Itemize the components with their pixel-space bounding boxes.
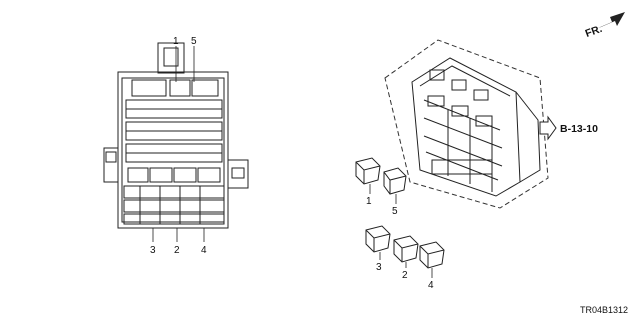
drawing-code: TR04B1312 [580, 305, 628, 315]
front-arrow-icon [598, 12, 625, 28]
relay-1-icon [355, 157, 381, 185]
reference-arrow-icon [539, 115, 557, 141]
relay-5-icon [383, 167, 407, 195]
relay-3-icon [365, 225, 391, 253]
callout-box-2: 2 [174, 245, 180, 256]
leader-lines-box [152, 46, 205, 242]
fuse-box-front-view [103, 42, 249, 229]
callout-relay-3: 3 [376, 262, 382, 273]
front-marker-label: FR. [584, 23, 604, 40]
callout-box-1: 1 [173, 36, 179, 47]
fuse-box-isometric-view [384, 39, 549, 209]
callout-relay-2: 2 [402, 270, 408, 281]
callout-relay-1: 1 [366, 196, 372, 207]
leader-lines-relays [369, 184, 433, 278]
relays [355, 157, 445, 269]
relay-4-icon [419, 241, 445, 269]
callout-relay-4: 4 [428, 280, 434, 291]
callout-box-4: 4 [201, 245, 207, 256]
relay-2-icon [393, 235, 419, 263]
reference-code: B-13-10 [560, 123, 598, 135]
callout-box-3: 3 [150, 245, 156, 256]
callout-relay-5: 5 [392, 206, 398, 217]
callout-box-5: 5 [191, 36, 197, 47]
